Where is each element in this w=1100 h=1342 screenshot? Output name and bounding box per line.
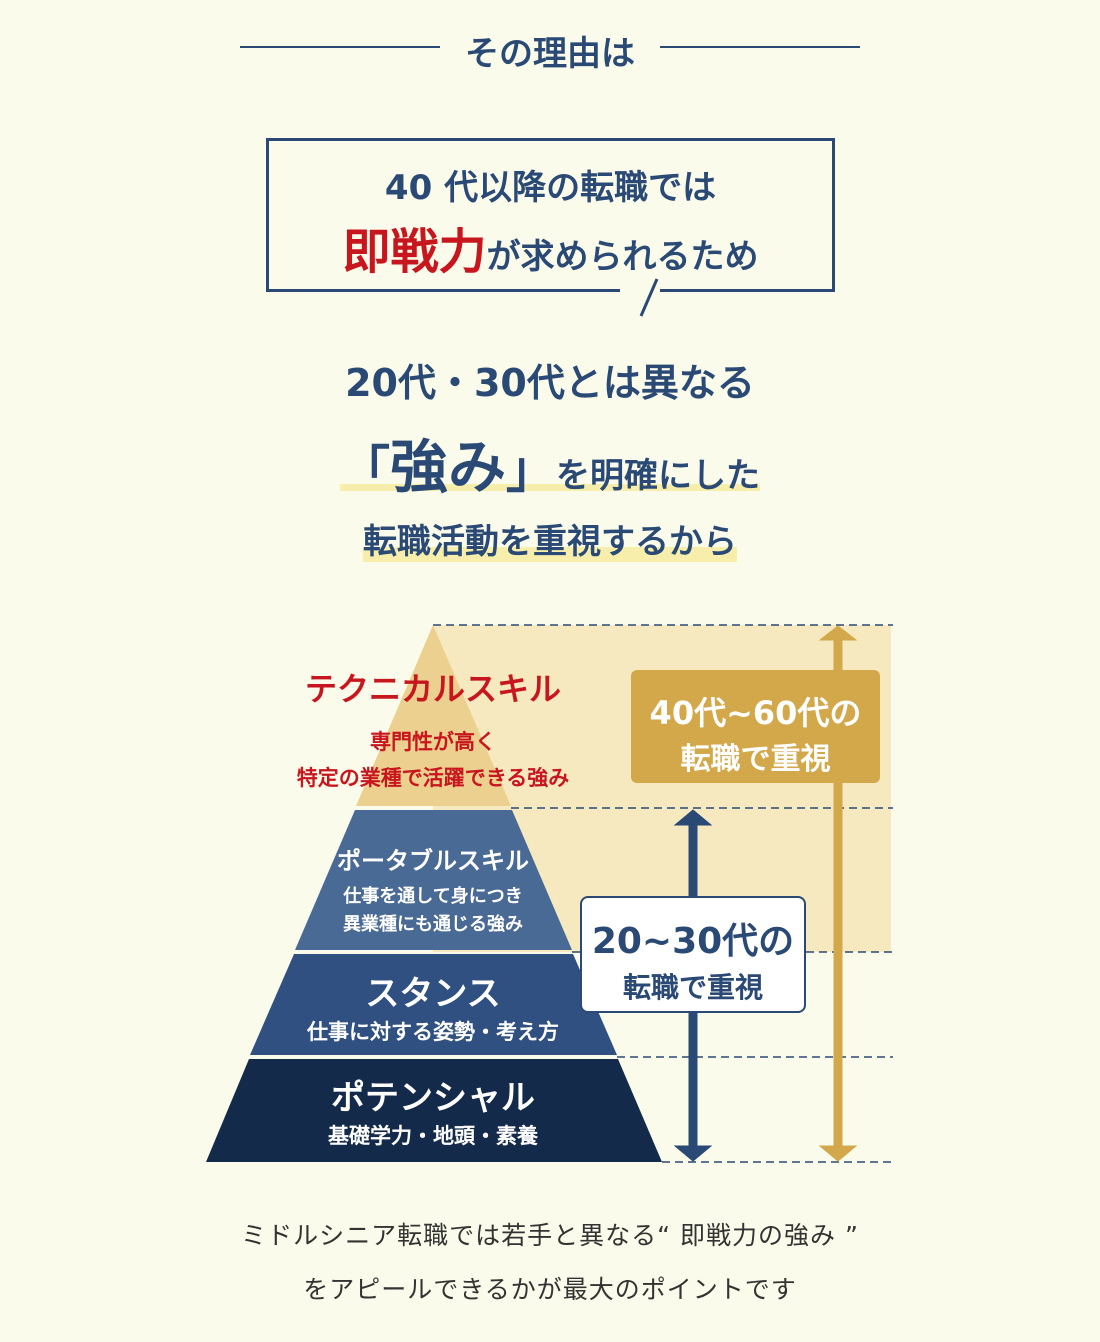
tier-technical	[356, 625, 511, 806]
callout-line1: 40 代以降の転職では	[384, 168, 717, 208]
senior-label-line1: 40代~60代の	[649, 694, 862, 732]
tier-portable	[295, 810, 572, 950]
young-label-line1: 20~30代の	[591, 921, 795, 962]
senior-label-box: 40代~60代の 転職で重視	[631, 670, 880, 783]
tier-potential	[206, 1059, 662, 1162]
technical-desc1: 専門性が高く	[370, 730, 496, 754]
message-line3: 転職活動を重視するから	[0, 514, 1100, 563]
stance-title: スタンス	[365, 974, 501, 1014]
tier-stance	[250, 954, 617, 1055]
young-label-line2: 転職で重視	[622, 971, 763, 1004]
callout-emphasis: 即戦力	[342, 224, 487, 280]
callout-line2: 即戦力が求められるため	[266, 212, 835, 282]
technical-desc2: 特定の業種で活躍できる強み	[296, 766, 570, 790]
message-line1: 20代・30代とは異なる	[345, 361, 755, 405]
bracket-close: 」	[506, 441, 556, 499]
strength-word: 強み	[389, 433, 506, 501]
portable-desc2: 異業種にも通じる強み	[343, 914, 523, 935]
stance-desc: 仕事に対する姿勢・考え方	[307, 1020, 559, 1044]
header-rule-right	[660, 46, 860, 48]
potential-desc: 基礎学力・地頭・素養	[328, 1124, 538, 1148]
bracket-open: 「	[339, 441, 390, 499]
portable-title: ポータブルスキル	[337, 847, 529, 875]
message-line2: 「強み」を明確にした	[0, 420, 1100, 504]
young-label-box: 20~30代の 転職で重視	[580, 896, 806, 1013]
header-rule-left	[240, 46, 440, 48]
message-line3-text: 転職活動を重視するから	[363, 522, 737, 562]
callout-gap	[620, 286, 660, 296]
callout-rest: が求められるため	[486, 237, 759, 277]
senior-label-line2: 転職で重視	[680, 742, 831, 777]
potential-title: ポテンシャル	[331, 1078, 535, 1118]
technical-title: テクニカルスキル	[304, 670, 561, 708]
footer-line1: ミドルシニア転職では若手と異なる“ 即戦力の強み ”	[241, 1221, 859, 1250]
section-title: その理由は	[465, 34, 635, 74]
portable-desc1: 仕事を通して身につき	[343, 886, 523, 907]
callout-box	[266, 138, 835, 292]
footer-line2: をアピールできるかが最大のポイントです	[303, 1275, 797, 1304]
message-line2-rest: を明確にした	[556, 456, 760, 496]
